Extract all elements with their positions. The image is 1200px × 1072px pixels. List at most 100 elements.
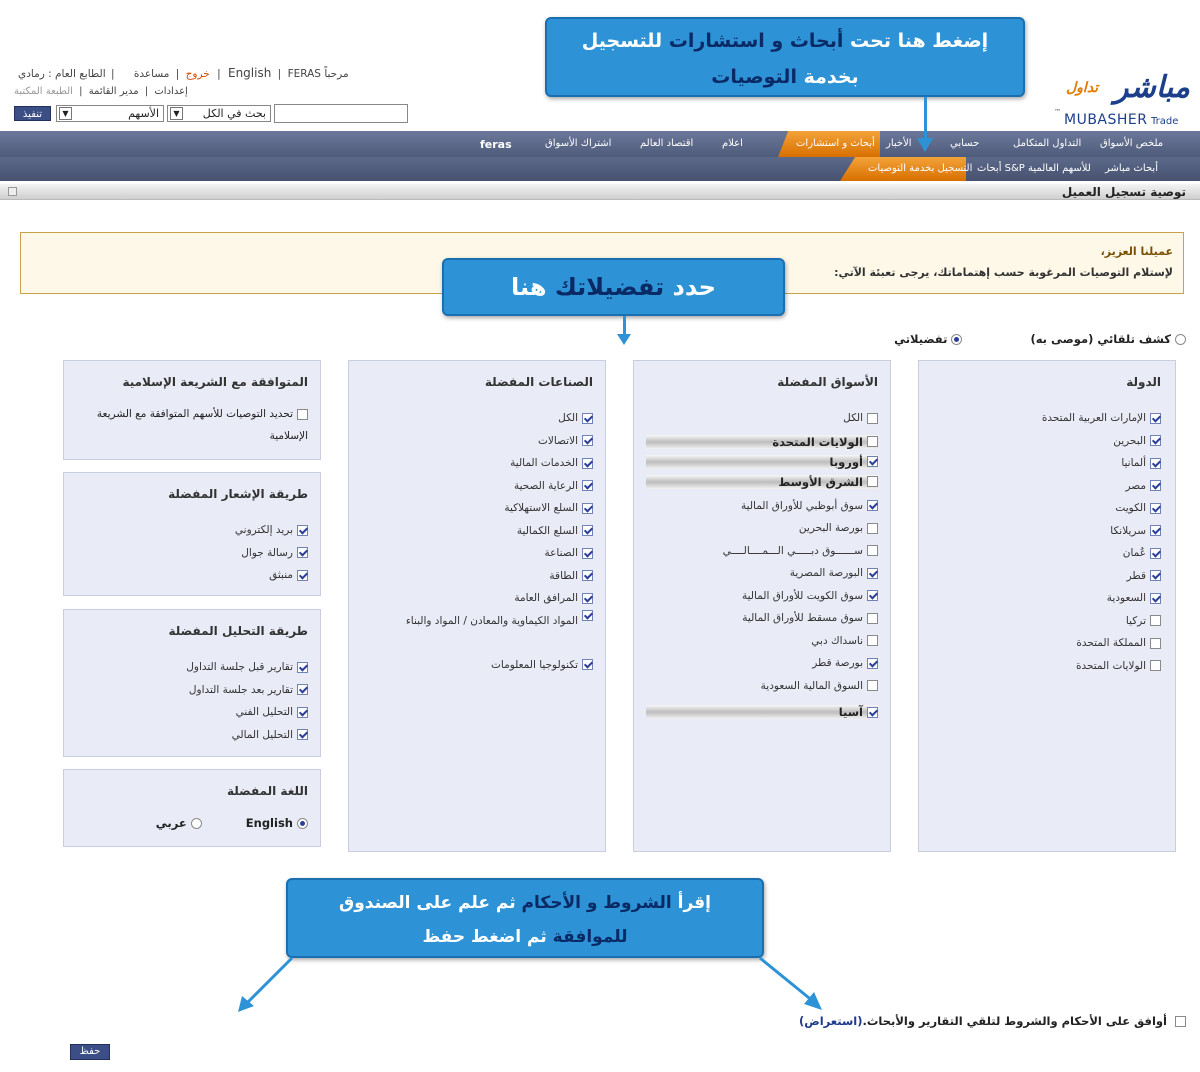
industry-item[interactable]: تكنولوجيا المعلومات: [361, 654, 593, 677]
checkbox[interactable]: [582, 502, 593, 514]
analysis-item[interactable]: التحليل المالي: [76, 724, 308, 747]
country-item[interactable]: المملكة المتحدة: [931, 632, 1161, 655]
country-item[interactable]: البحرين: [931, 430, 1161, 453]
theme-label[interactable]: الطابع العام : رمادي: [18, 68, 106, 80]
checkbox[interactable]: [1150, 457, 1161, 469]
checkbox[interactable]: [582, 412, 593, 424]
checkbox[interactable]: [582, 435, 593, 447]
market-item[interactable]: ناسداك دبي: [646, 630, 878, 653]
logout-link[interactable]: خروج: [185, 68, 210, 80]
industry-item[interactable]: الصناعة: [361, 542, 593, 565]
country-item[interactable]: الكويت: [931, 497, 1161, 520]
notify-item[interactable]: منبثق: [76, 564, 308, 587]
country-item[interactable]: تركيا: [931, 610, 1161, 633]
market-item[interactable]: ســــــوق دبـــــي الـــمــــالــــي: [646, 540, 878, 563]
country-item[interactable]: سريلانكا: [931, 520, 1161, 543]
checkbox[interactable]: [297, 729, 308, 741]
market-item[interactable]: سوق مسقط للأوراق المالية: [646, 607, 878, 630]
checkbox[interactable]: [1150, 592, 1161, 604]
collapse-icon[interactable]: [8, 187, 17, 196]
my-preferences-radio[interactable]: تفضيلاتي: [894, 332, 963, 346]
checkbox[interactable]: [582, 525, 593, 537]
lang-arabic-radio[interactable]: عربي: [156, 816, 202, 830]
checkbox[interactable]: [1150, 412, 1161, 424]
nav-tab-research[interactable]: أبحاث و استشارات: [796, 138, 875, 149]
industry-item[interactable]: الخدمات المالية: [361, 452, 593, 475]
nav-tab-account[interactable]: حسابي: [950, 138, 980, 149]
checkbox[interactable]: [867, 567, 878, 579]
country-item[interactable]: السعودية: [931, 587, 1161, 610]
english-link[interactable]: English: [227, 66, 272, 80]
industry-item[interactable]: الاتصالات: [361, 430, 593, 453]
industry-item[interactable]: المواد الكيماوية والمعادن / المواد والبن…: [361, 609, 593, 654]
subnav-sp-research[interactable]: أبحاث S&P للأسهم العالمية: [977, 163, 1091, 174]
nav-tab-media[interactable]: اعلام: [722, 138, 743, 149]
go-button[interactable]: تنفيذ: [14, 106, 51, 121]
market-item[interactable]: سوق أبوظبي للأوراق المالية: [646, 495, 878, 518]
checkbox[interactable]: [297, 569, 308, 581]
checkbox[interactable]: [1150, 547, 1161, 559]
market-item[interactable]: سوق الكويت للأوراق المالية: [646, 585, 878, 608]
market-item[interactable]: السوق المالية السعودية: [646, 675, 878, 698]
notify-item[interactable]: بريد إلكتروني: [76, 519, 308, 542]
checkbox[interactable]: [582, 609, 593, 621]
market-group-europe[interactable]: أوروبا: [646, 454, 878, 469]
search-input[interactable]: [274, 104, 408, 123]
market-group-middle-east[interactable]: الشرق الأوسط: [646, 474, 878, 489]
checkbox[interactable]: [867, 635, 878, 647]
checkbox[interactable]: [297, 661, 308, 673]
nav-tab-news[interactable]: الأخبار: [886, 138, 912, 149]
country-item[interactable]: قطر: [931, 565, 1161, 588]
analysis-item[interactable]: تقارير قبل جلسة التداول: [76, 656, 308, 679]
checkbox[interactable]: [297, 684, 308, 696]
checkbox[interactable]: [582, 547, 593, 559]
help-link[interactable]: مساعدة: [133, 68, 170, 80]
country-item[interactable]: الولايات المتحدة: [931, 655, 1161, 678]
market-item[interactable]: بورصة قطر: [646, 652, 878, 675]
checkbox[interactable]: [1150, 570, 1161, 582]
checkbox[interactable]: [867, 545, 878, 557]
country-item[interactable]: عُمان: [931, 542, 1161, 565]
checkbox[interactable]: [582, 457, 593, 469]
country-item[interactable]: مصر: [931, 475, 1161, 498]
search-scope-select[interactable]: ▼ بحث في الكل: [167, 105, 271, 122]
checkbox[interactable]: [297, 547, 308, 559]
analysis-item[interactable]: التحليل الفني: [76, 701, 308, 724]
checkbox[interactable]: [582, 659, 593, 671]
manager-link[interactable]: مدير القائمة: [88, 86, 139, 97]
auto-detect-radio[interactable]: كشف تلقائي (موصى به): [1030, 332, 1186, 346]
checkbox[interactable]: [1150, 615, 1161, 627]
sharia-checkbox[interactable]: تحديد التوصيات للأسهم المتوافقة مع الشري…: [96, 408, 308, 442]
country-item[interactable]: ألمانيا: [931, 452, 1161, 475]
industry-item[interactable]: السلع الاستهلاكية: [361, 497, 593, 520]
settings-link[interactable]: إعدادات: [154, 86, 188, 97]
agree-checkbox[interactable]: [1175, 1016, 1186, 1027]
checkbox[interactable]: [1150, 435, 1161, 447]
nav-tab-subscription[interactable]: اشتراك الأسواق: [545, 138, 612, 149]
checkbox[interactable]: [867, 500, 878, 512]
save-button[interactable]: حفظ: [70, 1044, 110, 1060]
subnav-mubasher-research[interactable]: أبحاث مباشر: [1105, 163, 1158, 174]
industry-item[interactable]: الطاقة: [361, 565, 593, 588]
analysis-item[interactable]: تقارير بعد جلسة التداول: [76, 679, 308, 702]
terms-link[interactable]: (استعراض): [798, 1014, 863, 1028]
checkbox[interactable]: [1150, 525, 1161, 537]
search-type-select[interactable]: ▼ الأسهم: [56, 105, 164, 122]
checkbox[interactable]: [1150, 660, 1161, 672]
nav-tab-trading[interactable]: التداول المتكامل: [1013, 138, 1082, 149]
nav-tab-world-economy[interactable]: اقتصاد العالم: [640, 138, 694, 149]
nav-tab-user[interactable]: feras: [480, 138, 512, 151]
lang-english-radio[interactable]: English: [246, 816, 308, 830]
market-item[interactable]: بورصة البحرين: [646, 517, 878, 540]
subnav-recommendations[interactable]: التسجيل بخدمة التوصيات: [868, 163, 973, 174]
market-item[interactable]: البورصة المصرية: [646, 562, 878, 585]
market-group-asia[interactable]: آسيا: [646, 705, 878, 719]
market-all[interactable]: الكل: [646, 407, 878, 430]
checkbox[interactable]: [1150, 637, 1161, 649]
industry-item[interactable]: الكل: [361, 407, 593, 430]
checkbox[interactable]: [1150, 480, 1161, 492]
checkbox[interactable]: [1150, 502, 1161, 514]
mubasher-logo[interactable]: مباشر تداول ™ MUBASHER Trade: [1050, 70, 1190, 130]
checkbox[interactable]: [867, 612, 878, 624]
industry-item[interactable]: الرعاية الصحية: [361, 475, 593, 498]
